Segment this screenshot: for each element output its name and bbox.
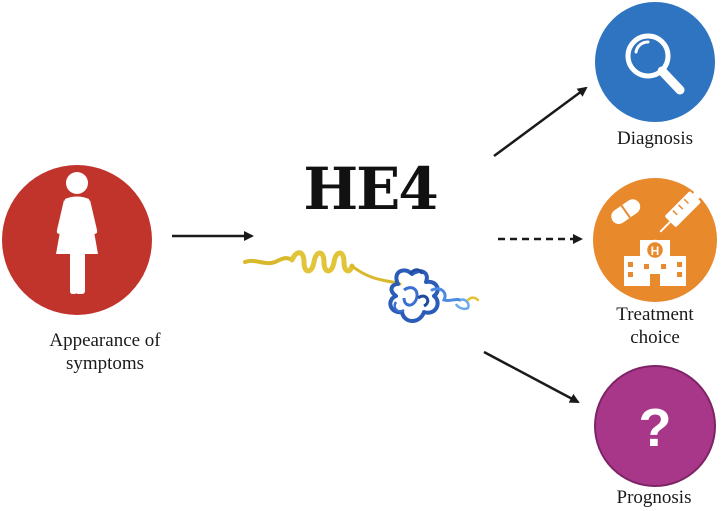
- symptoms-label: Appearance of symptoms: [20, 330, 190, 376]
- prognosis-label: Prognosis: [616, 487, 692, 508]
- diagnosis-label: Diagnosis: [617, 128, 693, 149]
- woman-icon: [56, 172, 98, 294]
- arrow-he4-to-prognosis: [483, 350, 580, 404]
- treatment-label: Treatment choice: [590, 304, 720, 350]
- magnifier-icon: [625, 33, 685, 95]
- prognosis-node: ?: [594, 365, 716, 487]
- prognosis-circle: [594, 365, 716, 487]
- symptoms-label-line1: Appearance of: [49, 330, 161, 351]
- protein-structure-icon: [243, 250, 480, 323]
- question-mark-icon: ?: [639, 398, 672, 458]
- svg-text:H: H: [651, 244, 660, 258]
- treatment-label-line2: choice: [630, 326, 680, 348]
- symptoms-node: [2, 165, 152, 315]
- diagnosis-circle: [595, 2, 715, 122]
- hospital-pills-syringe-icon: H: [611, 179, 713, 286]
- treatment-label-line1: Treatment: [616, 304, 694, 325]
- he4-title: HE4: [303, 155, 438, 223]
- arrow-he4-to-diagnosis: [493, 86, 588, 158]
- treatment-node: H: [593, 178, 717, 302]
- diagnosis-node: [595, 2, 715, 122]
- symptoms-label-line2: symptoms: [65, 352, 145, 374]
